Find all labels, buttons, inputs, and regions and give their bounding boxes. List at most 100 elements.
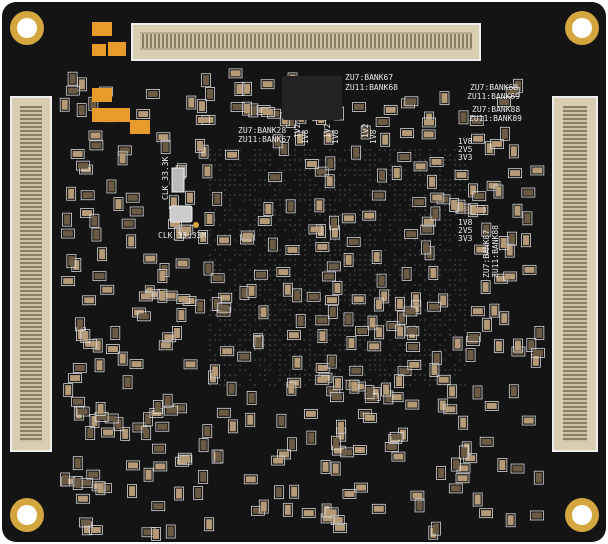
component-outline bbox=[122, 375, 133, 390]
via bbox=[439, 259, 441, 261]
via bbox=[209, 244, 211, 246]
component-outline bbox=[341, 213, 356, 224]
component-outline bbox=[367, 315, 378, 330]
via bbox=[449, 304, 451, 306]
via bbox=[349, 329, 351, 331]
via bbox=[274, 259, 276, 261]
via bbox=[444, 154, 446, 156]
component-outline bbox=[101, 427, 115, 438]
via bbox=[344, 269, 346, 271]
via bbox=[299, 224, 301, 226]
component-outline bbox=[89, 140, 104, 151]
component-outline bbox=[352, 445, 367, 455]
via bbox=[394, 279, 396, 281]
via bbox=[354, 204, 356, 206]
via bbox=[434, 289, 436, 291]
smd-component bbox=[357, 327, 368, 334]
via bbox=[309, 204, 311, 206]
via bbox=[304, 199, 306, 201]
component-outline bbox=[430, 206, 441, 221]
component-outline bbox=[333, 376, 343, 391]
smd-component bbox=[76, 319, 83, 330]
via bbox=[419, 314, 421, 316]
smd-component bbox=[129, 486, 136, 497]
via bbox=[409, 254, 411, 256]
via bbox=[269, 164, 271, 166]
via bbox=[429, 149, 431, 151]
via bbox=[224, 374, 226, 376]
component-outline bbox=[533, 470, 544, 485]
smd-component bbox=[499, 99, 510, 106]
via bbox=[294, 374, 296, 376]
via bbox=[279, 379, 281, 381]
via bbox=[324, 354, 326, 356]
smd-component bbox=[68, 188, 75, 199]
via bbox=[369, 234, 371, 236]
via bbox=[324, 259, 326, 261]
component-outline bbox=[384, 442, 399, 452]
smd-component bbox=[61, 99, 68, 110]
smd-component bbox=[486, 402, 497, 409]
via bbox=[394, 244, 396, 246]
smd-component bbox=[244, 83, 251, 94]
via bbox=[379, 369, 381, 371]
smd-component bbox=[94, 273, 105, 280]
smd-component bbox=[77, 408, 88, 415]
via bbox=[384, 314, 386, 316]
via bbox=[229, 334, 231, 336]
via bbox=[374, 279, 376, 281]
smd-component bbox=[342, 449, 353, 456]
via bbox=[219, 224, 221, 226]
smd-component bbox=[351, 381, 358, 392]
via bbox=[274, 209, 276, 211]
via bbox=[419, 214, 421, 216]
via bbox=[439, 349, 441, 351]
component-outline bbox=[63, 383, 74, 398]
via bbox=[304, 369, 306, 371]
via bbox=[459, 309, 461, 311]
via bbox=[384, 264, 386, 266]
via bbox=[464, 314, 466, 316]
smd-component bbox=[495, 186, 502, 197]
component-outline bbox=[443, 404, 458, 415]
component-outline bbox=[172, 326, 182, 340]
via bbox=[384, 374, 386, 376]
via bbox=[439, 269, 441, 271]
component-outline bbox=[391, 451, 406, 462]
smd-component bbox=[122, 428, 129, 439]
component-outline bbox=[397, 310, 407, 325]
smd-component bbox=[528, 340, 535, 351]
via bbox=[324, 214, 326, 216]
smd-component bbox=[256, 271, 267, 278]
via bbox=[269, 154, 271, 156]
smd-component bbox=[241, 236, 252, 243]
via bbox=[404, 349, 406, 351]
smd-component bbox=[103, 429, 114, 436]
via bbox=[244, 334, 246, 336]
smd-component bbox=[200, 231, 207, 242]
via bbox=[224, 324, 226, 326]
via bbox=[254, 224, 256, 226]
component-outline bbox=[436, 466, 446, 480]
via bbox=[464, 154, 466, 156]
via bbox=[274, 344, 276, 346]
component-outline bbox=[65, 85, 80, 96]
silk-label: 1V8 bbox=[458, 137, 473, 146]
smd-component bbox=[472, 207, 483, 214]
via bbox=[439, 189, 441, 191]
smd-component bbox=[391, 394, 402, 401]
smd-component bbox=[80, 519, 91, 526]
via bbox=[239, 384, 241, 386]
via bbox=[444, 324, 446, 326]
smd-component bbox=[393, 168, 400, 179]
via bbox=[309, 319, 311, 321]
component-outline bbox=[367, 341, 382, 352]
smd-component bbox=[128, 236, 135, 247]
component-outline bbox=[257, 216, 272, 227]
via bbox=[409, 204, 411, 206]
via bbox=[464, 269, 466, 271]
via bbox=[314, 334, 316, 336]
via bbox=[324, 359, 326, 361]
component-outline bbox=[449, 197, 460, 212]
via bbox=[309, 209, 311, 211]
